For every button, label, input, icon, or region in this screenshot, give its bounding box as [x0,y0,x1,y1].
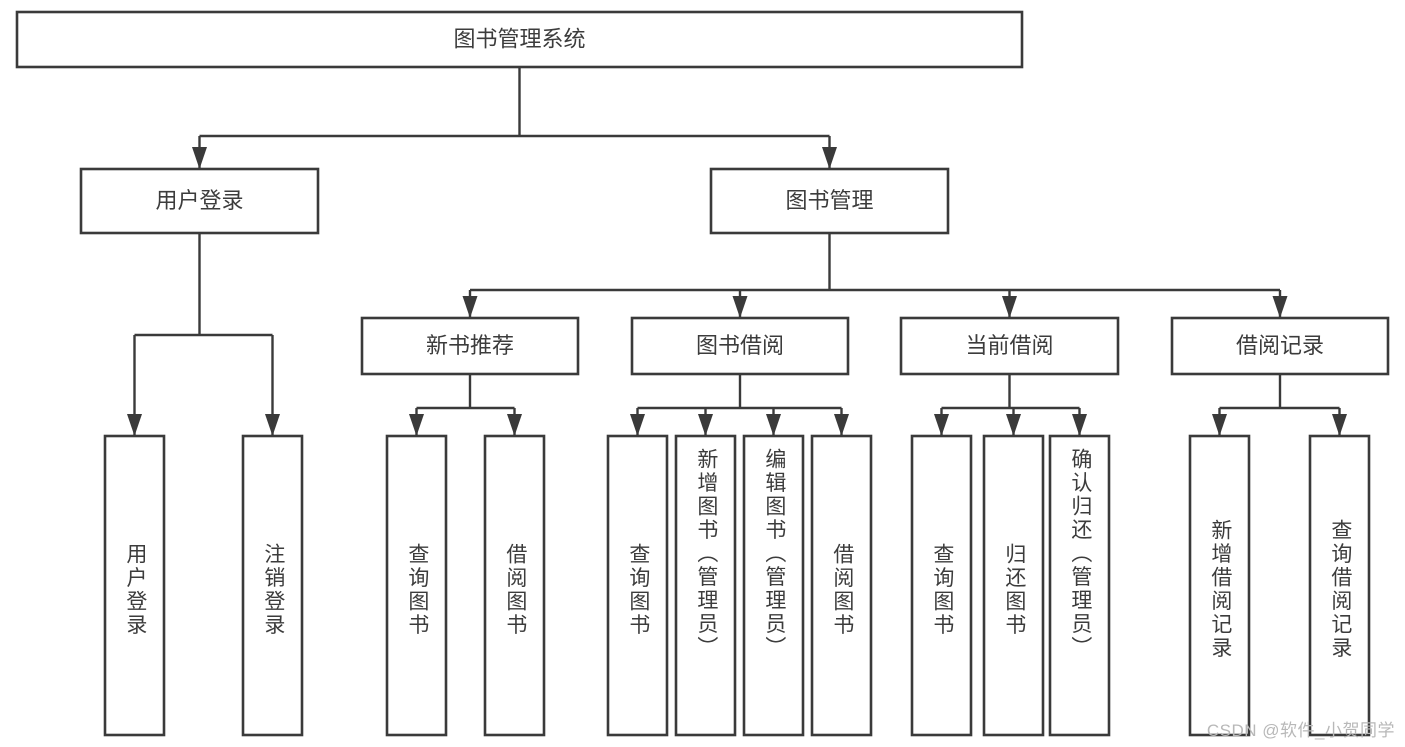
leaf-box-2[interactable] [385,434,448,737]
arrow-head-icon-level3-2 [1002,296,1017,318]
leaf-box-10[interactable] [1048,434,1111,737]
arrow-head-icon-userlogin-leaf-0 [127,414,142,436]
node-label-level3-1: 图书借阅 [696,333,784,358]
connectors-layer [127,67,1347,436]
arrow-head-icon-leaf-3-1 [1332,414,1347,436]
leaf-box-6[interactable] [742,434,805,737]
arrow-head-icon-leaf-2-0 [934,414,949,436]
leaf-box-9[interactable] [982,434,1045,737]
node-label-root: 图书管理系统 [453,26,585,51]
arrow-head-icon-level3-3 [1272,296,1288,318]
node-box-level3-0[interactable] [360,316,580,376]
leaf-box-4[interactable] [606,434,669,737]
arrow-head-icon-level2-1 [822,147,837,169]
arrow-head-icon-level3-0 [462,296,478,318]
arrow-head-icon-level2-0 [192,147,207,169]
arrow-head-icon-leaf-1-0 [630,414,645,436]
node-box-level3-2[interactable] [899,316,1120,376]
node-label-level2-0: 用户登录 [155,188,243,213]
node-box-level3-3[interactable] [1170,316,1390,376]
node-label-level3-3: 借阅记录 [1236,333,1324,358]
arrow-head-icon-leaf-2-1 [1006,414,1021,436]
node-label-level3-2: 当前借阅 [965,333,1053,358]
node-box-root[interactable] [15,10,1024,69]
node-box-level3-1[interactable] [630,316,850,376]
watermark-csdn: CSDN @软件_小贺同学 [1206,721,1395,740]
leaf-box-7[interactable] [810,434,873,737]
arrow-head-icon-leaf-1-1 [698,414,713,436]
leaf-box-1[interactable] [241,434,304,737]
boxes-layer [15,10,1390,737]
arrow-head-icon-leaf-1-3 [834,414,849,436]
node-label-level3-0: 新书推荐 [426,333,514,358]
arrow-head-icon-leaf-1-2 [766,414,781,436]
arrow-head-icon-leaf-2-2 [1072,414,1087,436]
node-label-level2-1: 图书管理 [785,188,873,213]
arrow-head-icon-userlogin-leaf-1 [265,414,280,436]
arrow-head-icon-leaf-0-0 [409,414,424,436]
leaf-box-8[interactable] [910,434,973,737]
leaf-box-0[interactable] [103,434,166,737]
leaf-box-12[interactable] [1308,434,1371,737]
arrow-head-icon-leaf-3-0 [1212,414,1227,436]
node-box-level2-0[interactable] [79,167,320,235]
leaf-box-5[interactable] [674,434,737,737]
arrow-head-icon-leaf-0-1 [507,414,522,436]
leaf-box-3[interactable] [483,434,546,737]
leaf-box-11[interactable] [1188,434,1251,737]
node-box-level2-1[interactable] [709,167,950,235]
arrow-head-icon-level3-1 [732,296,748,318]
